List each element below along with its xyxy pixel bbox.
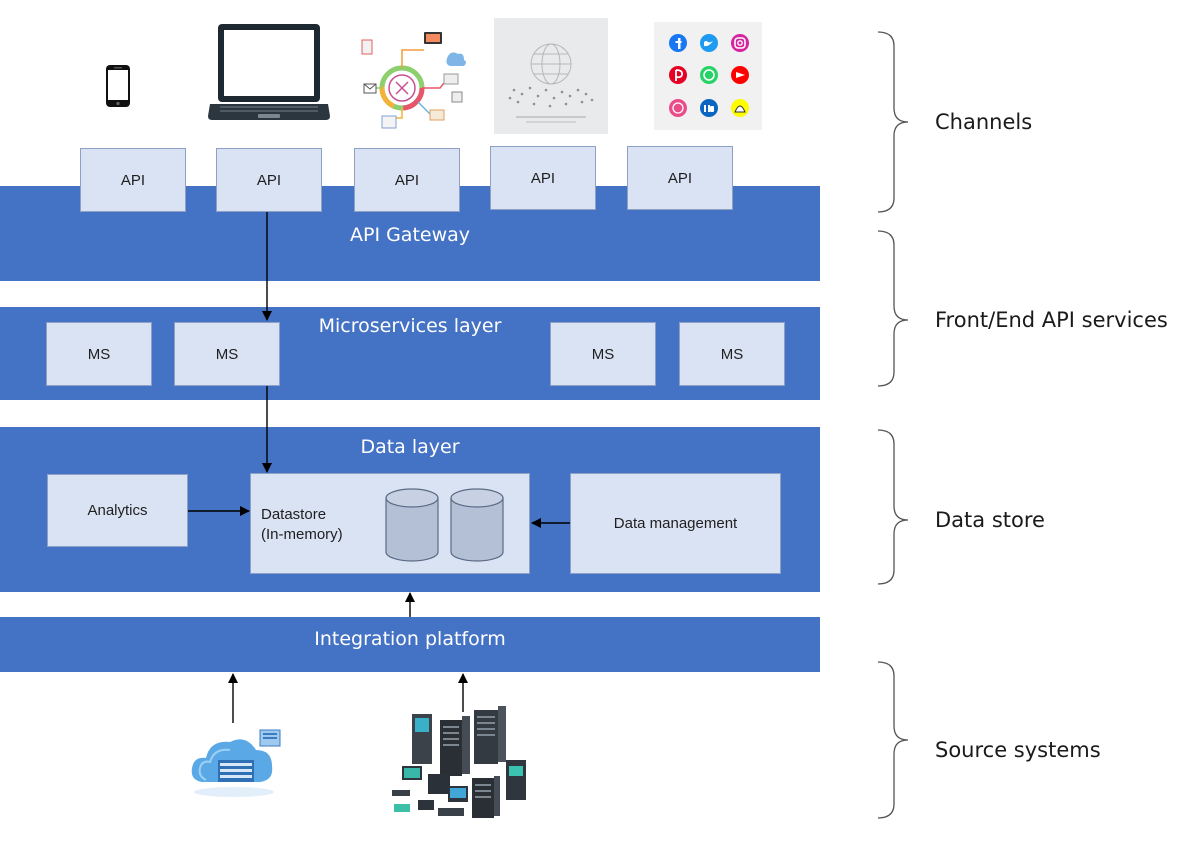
ms-box-4: MS [679,322,785,386]
ms-box-1: MS [46,322,152,386]
datastore-label-line1: Datastore [261,506,327,523]
api-box-2: API [216,148,322,212]
network-hub-icon [360,30,472,136]
api-box-4: API [490,146,596,210]
integration-platform-band: Integration platform [0,617,820,672]
globe-network-icon [494,18,608,134]
datastore-box: Datastore (In-memory) [250,473,530,574]
ms-box-2: MS [174,322,280,386]
api-box-3: API [354,148,460,212]
side-label-channels: Channels [935,110,1033,134]
brace-front-end [877,230,909,387]
cloud-storage-icon [188,720,284,798]
integration-platform-title: Integration platform [314,628,506,650]
brace-data-store [877,429,909,585]
side-label-source-systems: Source systems [935,738,1101,762]
social-media-icon [654,22,762,130]
side-label-data-store: Data store [935,508,1045,532]
brace-channels [877,31,909,213]
ms-box-3: MS [550,322,656,386]
api-box-1: API [80,148,186,212]
api-gateway-title: API Gateway [349,224,471,246]
data-management-box: Data management [570,473,781,574]
api-box-5: API [627,146,733,210]
microservices-title: Microservices layer [318,315,502,337]
side-label-front-end-api-services: Front/End API services [935,308,1168,332]
laptop-icon [206,20,332,122]
brace-source-systems [877,661,909,819]
database-cylinder-icon-1 [385,488,439,562]
server-datacenter-icon [388,700,532,822]
database-cylinder-icon-2 [450,488,504,562]
analytics-box: Analytics [47,474,188,547]
datastore-label-line2: (In-memory) [261,526,343,543]
smartphone-icon [104,64,132,108]
data-layer-title: Data layer [360,436,460,458]
